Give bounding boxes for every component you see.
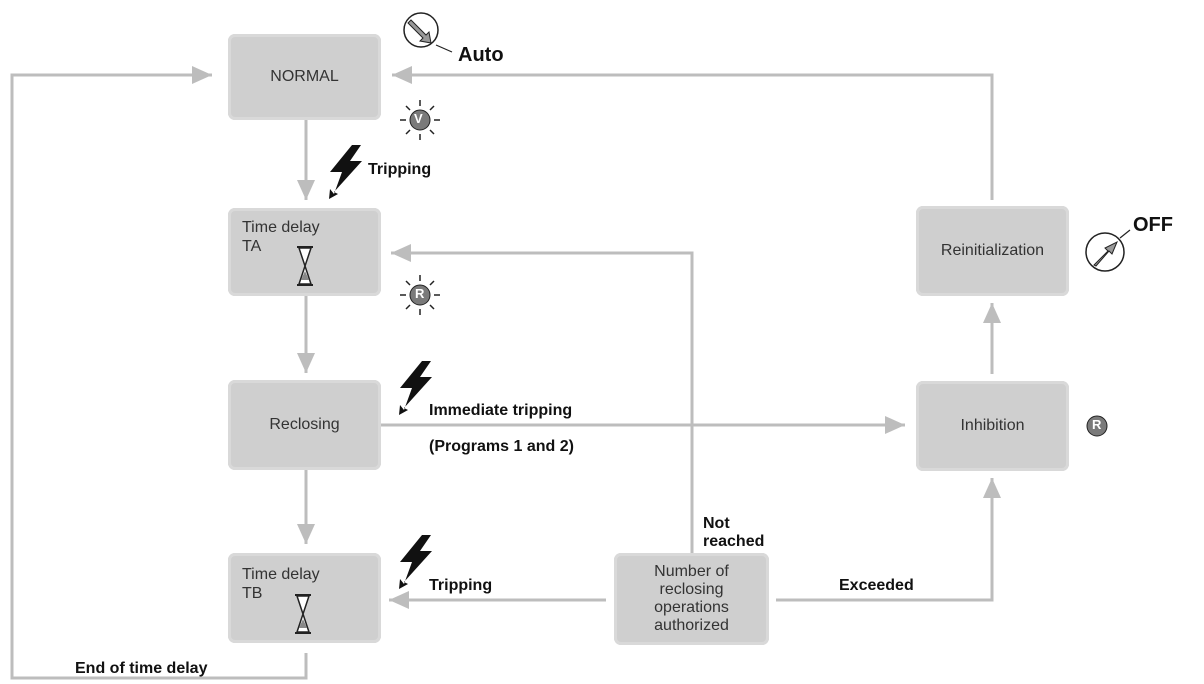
auto-label: Auto — [458, 44, 504, 66]
not-reached-label-2: reached — [703, 533, 765, 550]
auto-switch-icon — [403, 12, 453, 53]
r-lamp-inhibition-letter: R — [1092, 417, 1102, 432]
r-lamp-ta-letter: R — [415, 286, 425, 301]
number-of-reclosing-box: Number of reclosing operations authorize… — [614, 553, 769, 645]
time-delay-ta-label-2: TA — [242, 238, 262, 255]
exceeded-label: Exceeded — [839, 577, 914, 594]
number-of-reclosing-line-2: reclosing — [659, 581, 724, 598]
time-delay-tb-label-1: Time delay — [242, 566, 320, 583]
lightning-icon — [399, 535, 432, 589]
reinit-to-normal-line — [392, 66, 994, 200]
time-delay-tb-label-2: TB — [242, 585, 263, 602]
tripping-top-label: Tripping — [368, 161, 432, 178]
normal-label: NORMAL — [270, 68, 339, 85]
v-lamp-letter: V — [414, 111, 423, 126]
hourglass-icon — [295, 594, 311, 634]
reinitialization-state-box: Reinitialization — [916, 206, 1069, 296]
inhibition-state-box: Inhibition — [916, 381, 1069, 471]
hourglass-icon — [297, 246, 313, 286]
v-lamp-icon — [400, 100, 440, 140]
lightning-icon — [399, 361, 432, 415]
end-of-delay-loop-line — [10, 66, 308, 680]
time-delay-tb-box: Time delay TB — [228, 553, 381, 643]
inhibition-label: Inhibition — [960, 417, 1025, 434]
number-of-reclosing-line-4: authorized — [654, 617, 729, 634]
programs-label: (Programs 1 and 2) — [429, 438, 574, 455]
lightning-icon — [329, 145, 362, 199]
r-lamp-icon — [1086, 415, 1108, 437]
reclosing-label: Reclosing — [269, 416, 340, 433]
number-of-reclosing-label: Number of reclosing operations authorize… — [654, 563, 729, 635]
reinitialization-label: Reinitialization — [940, 242, 1045, 259]
off-switch-icon — [1085, 229, 1131, 272]
normal-state-box: NORMAL — [228, 34, 381, 120]
time-delay-ta-label-1: Time delay — [242, 219, 320, 236]
not-reached-label-1: Not — [703, 515, 730, 532]
off-label: OFF — [1133, 214, 1173, 236]
number-of-reclosing-line-3: operations — [654, 599, 729, 616]
immediate-tripping-label: Immediate tripping — [429, 402, 573, 419]
end-of-time-delay-label: End of time delay — [75, 660, 208, 677]
r-lamp-icon — [400, 275, 440, 315]
reclosing-state-box: Reclosing — [228, 380, 381, 470]
not-reached-line — [391, 244, 694, 555]
time-delay-ta-box: Time delay TA — [228, 208, 381, 296]
number-of-reclosing-line-1: Number of — [654, 563, 729, 580]
exceeded-line — [776, 478, 1001, 602]
tripping-bottom-label: Tripping — [429, 577, 493, 594]
